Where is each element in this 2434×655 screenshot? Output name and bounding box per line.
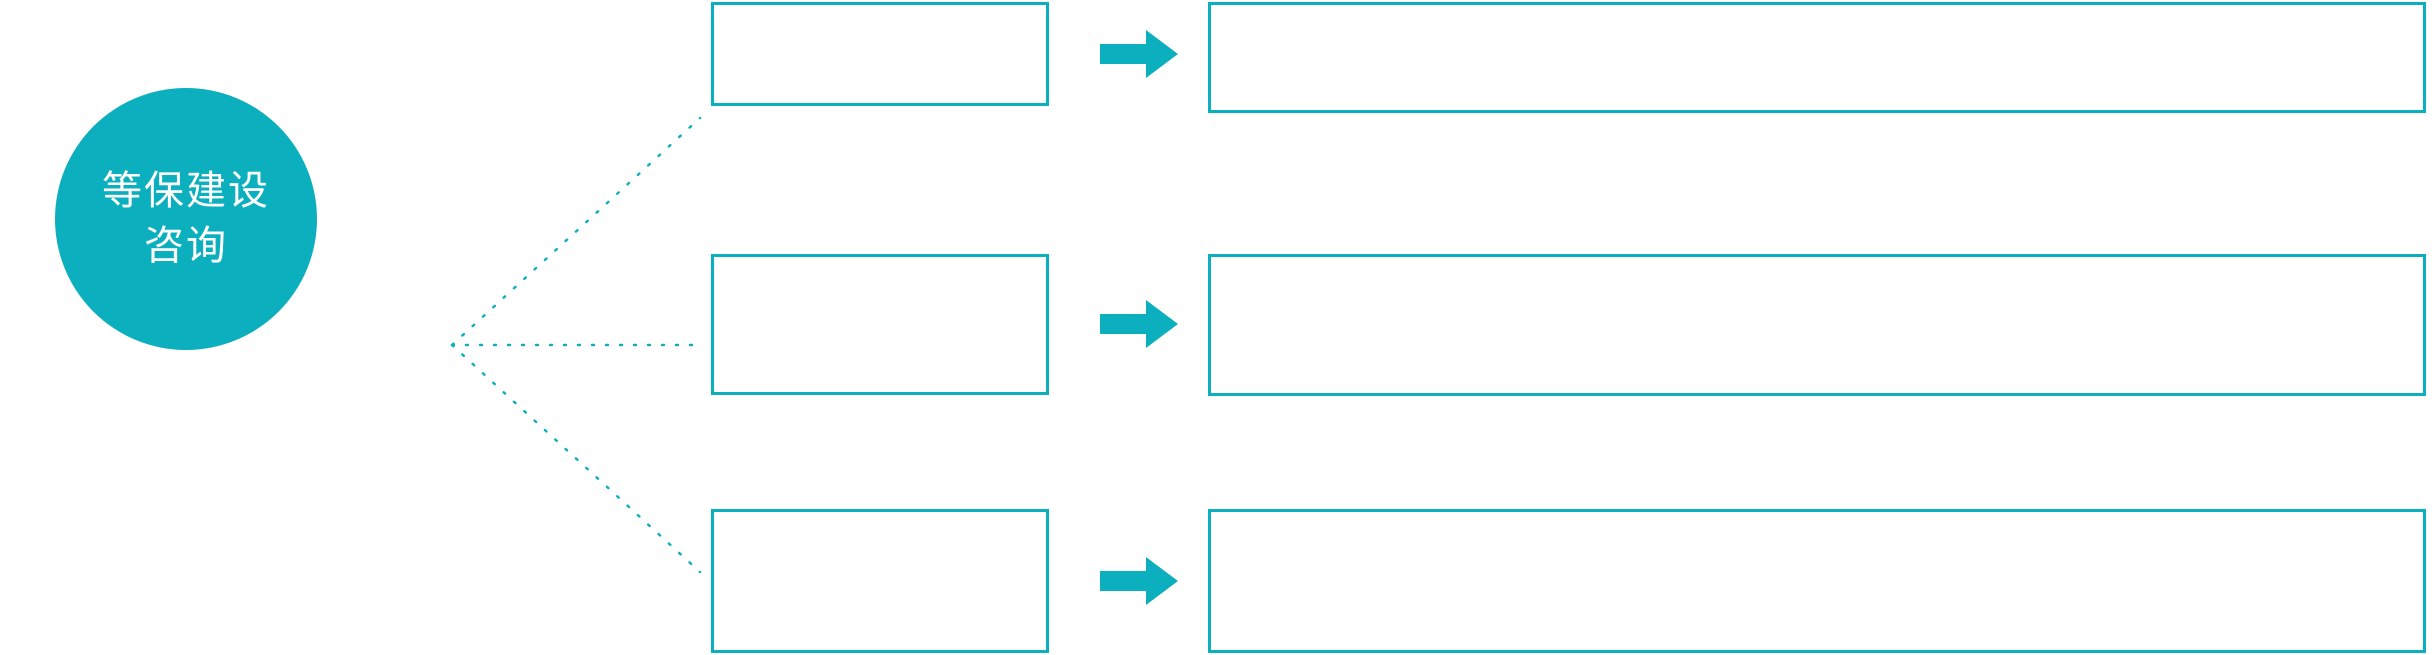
row-3-arrow-right-icon: [1100, 557, 1178, 605]
row-1-large-box[interactable]: [1208, 2, 2426, 113]
connector-line-1: [450, 116, 702, 347]
row-2-arrow-right-icon: [1100, 300, 1178, 348]
row-1-small-box[interactable]: [711, 2, 1049, 106]
row-2-large-box[interactable]: [1208, 254, 2426, 396]
hub-label-line-1: 等保建设: [102, 168, 270, 213]
row-1-arrow-right-icon: [1100, 30, 1178, 78]
row-3-large-box[interactable]: [1208, 509, 2426, 653]
hub-circle[interactable]: 等保建设 咨询: [55, 88, 317, 350]
hub-label-line-2: 咨询: [144, 224, 228, 268]
row-3-small-box[interactable]: [711, 509, 1049, 653]
row-2-small-box[interactable]: [711, 254, 1049, 395]
connector-line-3: [450, 343, 702, 574]
